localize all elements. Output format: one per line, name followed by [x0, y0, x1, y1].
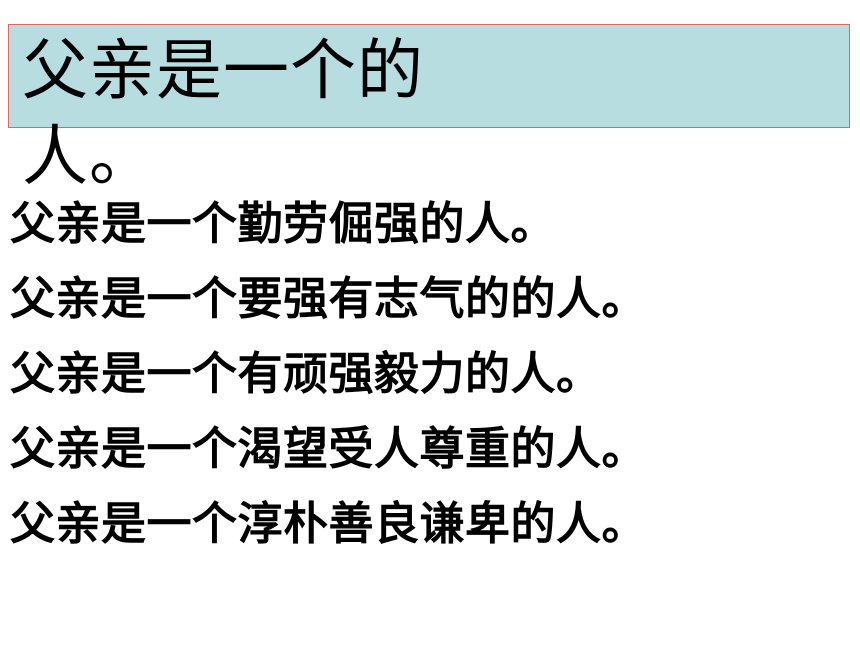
title-banner — [8, 24, 850, 128]
answer-line-4: 父亲是一个渴望受人尊重的人。 — [10, 422, 648, 475]
slide-title: 父亲是一个的人。 — [22, 32, 424, 195]
answer-line-5: 父亲是一个淳朴善良谦卑的人。 — [10, 497, 648, 550]
answer-line-3: 父亲是一个有顽强毅力的人。 — [10, 347, 602, 400]
answer-line-1: 父亲是一个勤劳倔强的人。 — [10, 197, 557, 250]
answer-line-2: 父亲是一个要强有志气的的人。 — [10, 272, 648, 325]
answer-list: 父亲是一个勤劳倔强的人。 父亲是一个要强有志气的的人。 父亲是一个有顽强毅力的人… — [10, 186, 647, 561]
